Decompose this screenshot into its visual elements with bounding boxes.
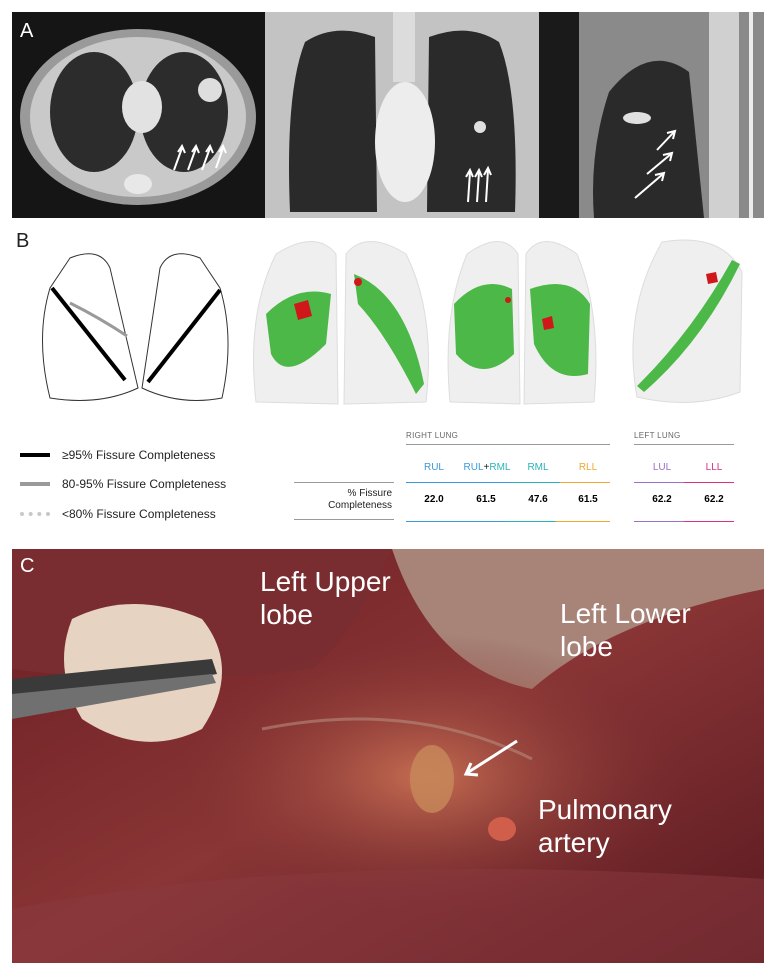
line-lul-bottom: [634, 521, 684, 522]
label-left-lower-line1: Left Lower: [560, 598, 691, 629]
col-header-rul: RUL: [423, 462, 444, 473]
line-lll-bottom: [684, 521, 734, 522]
label-left-lower-line2: lobe: [560, 631, 613, 662]
left-lung-divider: [634, 444, 734, 445]
legend-label-partial: 80-95% Fissure Completeness: [62, 477, 227, 491]
col-header-lll: LLL: [705, 462, 723, 473]
label-left-upper-line2: lobe: [260, 599, 313, 630]
line-lul-top: [634, 482, 684, 483]
panel-c-letter: C: [20, 555, 35, 577]
panel-b-fissure-analysis: B ≥95% Fissure Completeness 80-95% Fi: [12, 226, 764, 542]
legend-item-incomplete: <80% Fissure Completeness: [20, 507, 216, 521]
lung-schematic-diagram: [42, 253, 229, 401]
col-header-rml-part: RML: [489, 462, 511, 473]
row-label-bottom-line: [294, 519, 394, 520]
col-value-rul: 22.0: [424, 494, 444, 505]
col-value-rml: 47.6: [528, 494, 548, 505]
line-rml-top: [512, 482, 560, 483]
ct-sagittal-image: [539, 12, 764, 218]
panel-c-surgical-photo: C Left Upper lobe Left Lower lobe Pulmon…: [12, 549, 764, 963]
line-lll-top: [684, 482, 734, 483]
label-pulmonary-artery: Pulmonary artery: [538, 793, 672, 859]
ct-coronal-image: [265, 12, 539, 218]
col-value-lul: 62.2: [652, 494, 672, 505]
col-header-plus: +: [483, 462, 490, 473]
col-header-rll: RLL: [578, 462, 598, 473]
col-value-rll: 61.5: [578, 494, 598, 505]
legend-swatch-grey: [20, 482, 50, 486]
line-rul-bottom: [406, 521, 506, 522]
line-rul-rml-top: [456, 482, 512, 483]
legend-swatch-dotted: [20, 512, 50, 516]
surgical-field-image: [12, 549, 764, 963]
legend-item-partial: 80-95% Fissure Completeness: [20, 477, 226, 491]
row-label-fissure-completeness: % Fissure Completeness: [312, 488, 392, 512]
col-value-lll: 62.2: [704, 494, 724, 505]
panel-b-letter: B: [16, 230, 30, 252]
lung-3d-render-posterior: [447, 241, 597, 405]
line-rul-top: [406, 482, 456, 483]
row-label-line2: Completeness: [328, 500, 392, 511]
row-label-line1: % Fissure: [347, 488, 392, 499]
lung-3d-render-anterior: [253, 241, 429, 405]
legend-label-incomplete: <80% Fissure Completeness: [62, 507, 216, 521]
col-header-lul: LUL: [652, 462, 672, 473]
left-lung-header: LEFT LUNG: [634, 431, 681, 440]
line-rml-bottom: [506, 521, 556, 522]
col-header-rml: RML: [527, 462, 549, 473]
label-pulmonary-line1: Pulmonary: [538, 794, 672, 825]
line-rll-bottom: [556, 521, 610, 522]
row-label-top-line: [294, 482, 394, 483]
line-rll-top: [560, 482, 610, 483]
lung-3d-render-lateral: [632, 239, 743, 403]
label-pulmonary-line2: artery: [538, 827, 610, 858]
ct-axial-image: [12, 12, 265, 218]
legend-label-complete: ≥95% Fissure Completeness: [62, 448, 216, 462]
label-left-upper-line1: Left Upper: [260, 566, 391, 597]
legend-swatch-black: [20, 453, 50, 457]
col-value-rul-rml: 61.5: [476, 494, 496, 505]
panel-a-ct-scans: A: [12, 12, 764, 218]
panel-a-letter: A: [20, 20, 34, 42]
col-header-rul-rml: RUL+RML: [452, 462, 522, 473]
label-left-upper-lobe: Left Upper lobe: [260, 565, 391, 631]
right-lung-header: RIGHT LUNG: [406, 431, 459, 440]
label-left-lower-lobe: Left Lower lobe: [560, 597, 691, 663]
legend-item-complete: ≥95% Fissure Completeness: [20, 448, 215, 462]
right-lung-divider: [406, 444, 610, 445]
col-header-rul-part: RUL: [463, 462, 484, 473]
